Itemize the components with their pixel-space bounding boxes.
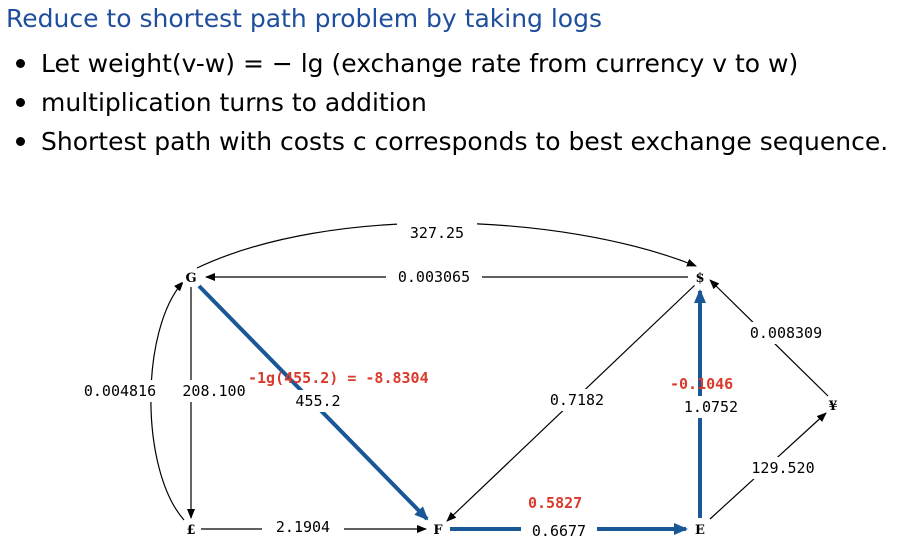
bullet-item-addition: multiplication turns to addition bbox=[10, 83, 888, 122]
node-gbp: £ bbox=[181, 519, 201, 539]
bullet-text: Shortest path with costs c corresponds t… bbox=[41, 127, 889, 156]
weight-text: 0.6677 bbox=[532, 522, 586, 540]
weight-text: 0.003065 bbox=[398, 268, 470, 286]
weight-label-g-gbp-outer: 0.004816 bbox=[71, 380, 169, 402]
node-usd: $ bbox=[690, 267, 710, 287]
weight-label-e-usd: 1.0752 bbox=[665, 396, 757, 418]
weight-text: 1.0752 bbox=[684, 398, 738, 416]
node-label-gbp: £ bbox=[186, 523, 195, 538]
bullet-dot-icon bbox=[16, 58, 25, 68]
log-label-f-e: 0.5827 bbox=[528, 494, 582, 512]
bullet-item-weight: Let weight(v-w) = − lg (exchange rate fr… bbox=[10, 44, 888, 83]
weight-text: 455.2 bbox=[295, 392, 340, 410]
node-e: E bbox=[690, 519, 710, 539]
log-label-e-usd: -0.1046 bbox=[670, 375, 733, 393]
node-label-f: F bbox=[433, 523, 443, 538]
weight-text: 327.25 bbox=[410, 224, 464, 242]
weight-label-g-gbp-inner: 208.100 bbox=[171, 380, 257, 402]
weight-text: 0.004816 bbox=[84, 382, 156, 400]
bullet-text: multiplication turns to addition bbox=[41, 88, 427, 117]
weight-label-gbp-f: 2.1904 bbox=[262, 516, 344, 538]
bullet-dot-icon bbox=[16, 97, 25, 107]
node-label-usd: $ bbox=[695, 271, 704, 286]
weight-label-g-usd-top: 327.25 bbox=[397, 222, 477, 244]
weight-label-g-f: 455.2 bbox=[282, 390, 354, 412]
weight-text: 0.008309 bbox=[750, 324, 822, 342]
node-f: F bbox=[428, 519, 448, 539]
weight-label-usd-g: 0.003065 bbox=[386, 266, 482, 288]
slide-heading: Reduce to shortest path problem by takin… bbox=[6, 4, 602, 33]
node-label-jpy: ¥ bbox=[828, 399, 837, 414]
weight-text: 208.100 bbox=[182, 382, 245, 400]
node-label-g: G bbox=[185, 271, 196, 286]
weight-label-e-jpy: 129.520 bbox=[736, 457, 830, 479]
weight-label-usd-f: 0.7182 bbox=[530, 389, 624, 411]
node-label-e: E bbox=[695, 523, 705, 538]
bullet-list: Let weight(v-w) = − lg (exchange rate fr… bbox=[10, 44, 888, 161]
node-jpy: ¥ bbox=[823, 395, 843, 415]
weight-label-f-e: 0.6677 bbox=[521, 520, 597, 542]
node-g: G bbox=[181, 267, 201, 287]
weight-text: 2.1904 bbox=[276, 518, 330, 536]
bullet-item-shortest-path: Shortest path with costs c corresponds t… bbox=[10, 122, 888, 161]
bullet-dot-icon bbox=[16, 136, 25, 146]
log-label-g-f: -1g(455.2) = -8.8304 bbox=[248, 369, 429, 387]
bullet-text: Let weight(v-w) = − lg (exchange rate fr… bbox=[41, 49, 799, 78]
weight-text: 0.7182 bbox=[550, 391, 604, 409]
weight-text: 129.520 bbox=[751, 459, 814, 477]
weight-label-jpy-usd: 0.008309 bbox=[738, 322, 834, 344]
